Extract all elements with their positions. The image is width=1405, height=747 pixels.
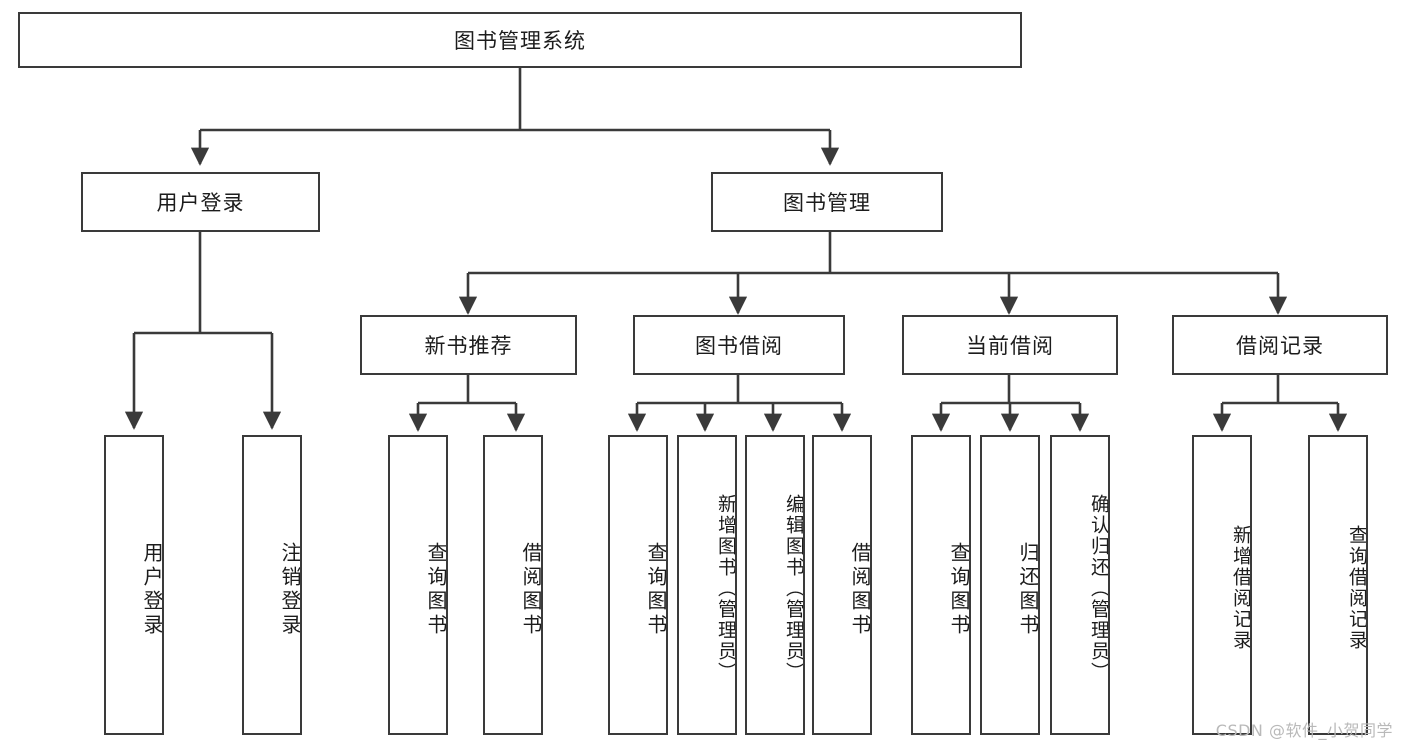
leaf-label: 新增借阅记录 [1230, 525, 1252, 651]
leaf-borrow-add-book-admin[interactable]: 新增图书（管理员） [677, 435, 737, 735]
node-book-management-label: 图书管理 [783, 191, 871, 215]
leaf-borrow-borrow-book[interactable]: 借阅图书 [812, 435, 872, 735]
csdn-watermark: CSDN @软件_小贺同学 [1215, 721, 1393, 740]
leaf-label: 编辑图书（管理员） [783, 493, 805, 683]
node-current-borrow[interactable]: 当前借阅 [902, 315, 1118, 375]
node-user-login-label: 用户登录 [156, 191, 245, 215]
leaf-recommend-query-book[interactable]: 查询图书 [388, 435, 448, 735]
leaf-user-login-logout[interactable]: 注销登录 [242, 435, 302, 735]
leaf-record-add-record[interactable]: 新增借阅记录 [1192, 435, 1252, 735]
leaf-label: 新增图书（管理员） [715, 493, 737, 683]
leaf-label: 确认归还（管理员） [1088, 493, 1110, 683]
leaf-current-query-book[interactable]: 查询图书 [911, 435, 971, 735]
leaf-label: 查询图书 [947, 542, 971, 638]
leaf-user-login-login[interactable]: 用户登录 [104, 435, 164, 735]
node-book-borrow[interactable]: 图书借阅 [633, 315, 845, 375]
leaf-label: 借阅图书 [848, 542, 872, 638]
leaf-label: 查询图书 [424, 542, 448, 638]
leaf-recommend-borrow-book[interactable]: 借阅图书 [483, 435, 543, 735]
node-root-label: 图书管理系统 [454, 29, 586, 53]
leaf-label: 查询借阅记录 [1346, 525, 1368, 651]
node-borrow-record[interactable]: 借阅记录 [1172, 315, 1388, 375]
node-book-management[interactable]: 图书管理 [711, 172, 943, 232]
node-current-borrow-label: 当前借阅 [966, 334, 1054, 358]
node-book-borrow-label: 图书借阅 [695, 334, 783, 358]
node-user-login[interactable]: 用户登录 [81, 172, 320, 232]
node-new-book-recommend-label: 新书推荐 [424, 334, 513, 358]
leaf-borrow-query-book[interactable]: 查询图书 [608, 435, 668, 735]
leaf-label: 归还图书 [1016, 542, 1040, 638]
leaf-label: 用户登录 [140, 542, 164, 638]
leaf-record-query-record[interactable]: 查询借阅记录 [1308, 435, 1368, 735]
leaf-label: 注销登录 [278, 542, 302, 638]
leaf-label: 借阅图书 [519, 542, 543, 638]
leaf-borrow-edit-book-admin[interactable]: 编辑图书（管理员） [745, 435, 805, 735]
node-new-book-recommend[interactable]: 新书推荐 [360, 315, 577, 375]
leaf-label: 查询图书 [644, 542, 668, 638]
leaf-current-confirm-return-admin[interactable]: 确认归还（管理员） [1050, 435, 1110, 735]
node-borrow-record-label: 借阅记录 [1236, 334, 1324, 358]
node-root-system[interactable]: 图书管理系统 [18, 12, 1022, 68]
leaf-current-return-book[interactable]: 归还图书 [980, 435, 1040, 735]
